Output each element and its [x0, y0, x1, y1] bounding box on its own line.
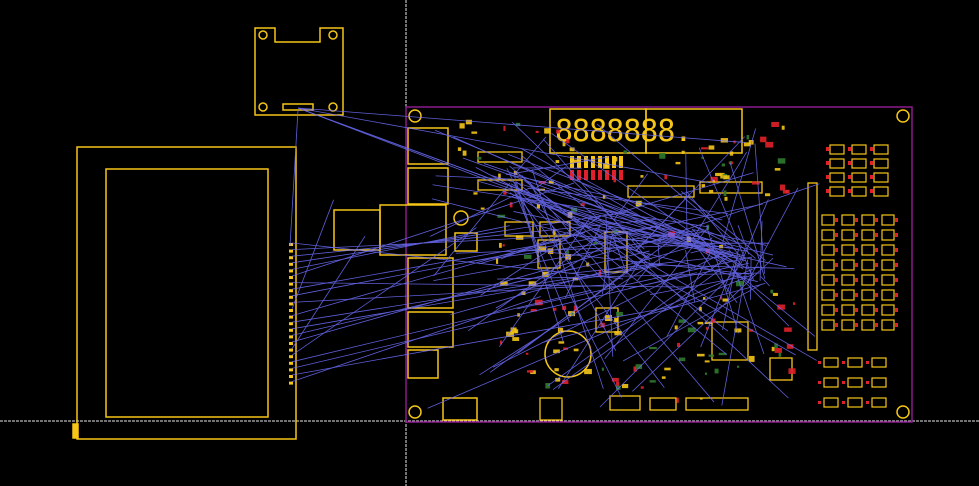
lcd-pin-header	[289, 243, 293, 385]
button-matrix	[818, 144, 898, 408]
mounting-holes	[408, 109, 910, 419]
seven-segment-display: 8888888.	[549, 108, 743, 154]
pin-headers	[477, 151, 818, 421]
ratsnest-lines	[289, 107, 820, 409]
oled-module[interactable]	[254, 27, 344, 116]
main-pcb-board[interactable]: 8888888.	[289, 106, 913, 423]
copper-features	[457, 119, 796, 403]
seven-segment-text: 8888888.	[555, 114, 692, 149]
lcd-tft-module[interactable]	[72, 146, 297, 440]
